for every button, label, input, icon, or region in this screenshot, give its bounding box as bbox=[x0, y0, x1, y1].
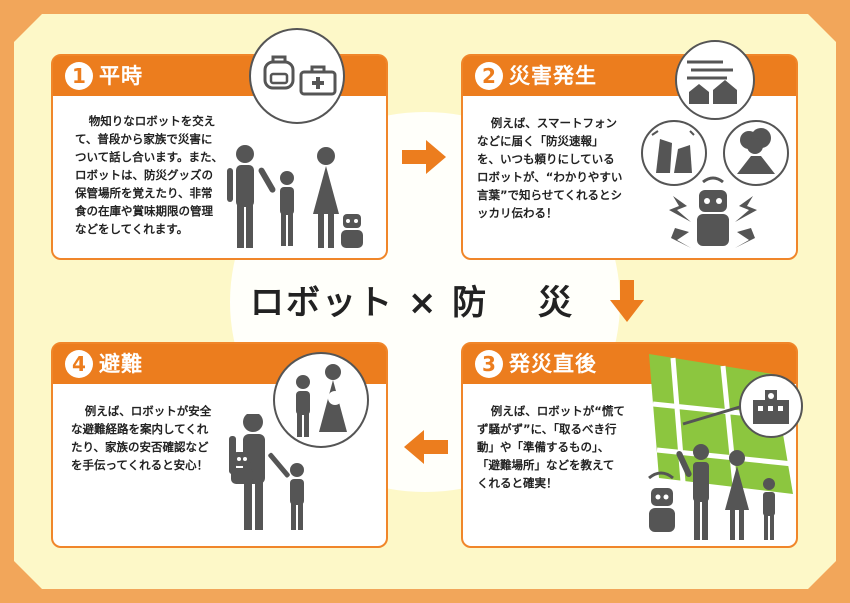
school-icon bbox=[753, 390, 789, 424]
alert-robot-icon bbox=[669, 176, 757, 248]
storm-icon bbox=[687, 60, 737, 104]
step-title: 発災直後 bbox=[509, 352, 597, 376]
step-card-1: 1 平時 物知りなロボットを交えて、普段から家族で災害について話し合います。また… bbox=[51, 28, 388, 260]
arrow-left bbox=[404, 430, 448, 464]
step-card-2: 2 災害発生 例えば、スマートフォンなどに届く「防災速報」を、いつも頼りにしてい… bbox=[461, 40, 798, 260]
step-title: 平時 bbox=[99, 64, 143, 88]
robot-icon bbox=[231, 452, 253, 484]
step-description: 物知りなロボットを交えて、普段から家族で災害について話し合います。また、ロボット… bbox=[75, 114, 224, 236]
robot-icon bbox=[648, 471, 675, 532]
school-circle bbox=[739, 374, 803, 438]
family-icon bbox=[648, 444, 775, 540]
storm-circle bbox=[675, 40, 755, 120]
volcano-circle bbox=[723, 120, 789, 186]
step-title: 災害発生 bbox=[509, 64, 597, 88]
center-title: ロボット × 防 災 bbox=[250, 283, 574, 323]
backpack-icon bbox=[263, 55, 295, 90]
arrow-down bbox=[610, 280, 644, 322]
first-aid-kit-icon bbox=[299, 65, 337, 96]
step-number: 4 bbox=[65, 350, 93, 378]
mother-child-circle bbox=[273, 352, 369, 448]
step-number: 2 bbox=[475, 62, 503, 90]
volcano-icon bbox=[737, 128, 775, 174]
collapsed-building-icon bbox=[651, 130, 695, 173]
step-title: 避難 bbox=[99, 352, 143, 376]
step-description: 例えば、ロボットが安全な避難経路を案内してくれたり、家族の安否確認などを手伝って… bbox=[71, 404, 212, 472]
step-card-4: 4 避難 例えば、ロボットが安全な避難経路を案内してくれたり、家族の安否確認など… bbox=[51, 342, 388, 548]
step-card-3: 3 発災直後 例えば、ロボットが“慌てず騒がず”に、「取るべき行動」や「準備する… bbox=[461, 342, 803, 548]
card-header: 3 発災直後 bbox=[463, 344, 796, 384]
robot-icon bbox=[341, 214, 363, 248]
father-robot-icon bbox=[229, 414, 304, 530]
family-icon bbox=[227, 145, 363, 248]
step-description: 例えば、スマートフォンなどに届く「防災速報」を、いつも頼りにしているロボットが、… bbox=[477, 116, 623, 220]
mother-child-icon bbox=[296, 364, 347, 437]
step-description: 例えば、ロボットが“慌てず騒がず”に、「取るべき行動」や「準備するもの」、「避難… bbox=[477, 404, 625, 490]
step-number: 1 bbox=[65, 62, 93, 90]
arrow-right bbox=[402, 140, 446, 174]
step-number: 3 bbox=[475, 350, 503, 378]
building-circle bbox=[641, 120, 707, 186]
supplies-circle bbox=[249, 28, 345, 124]
